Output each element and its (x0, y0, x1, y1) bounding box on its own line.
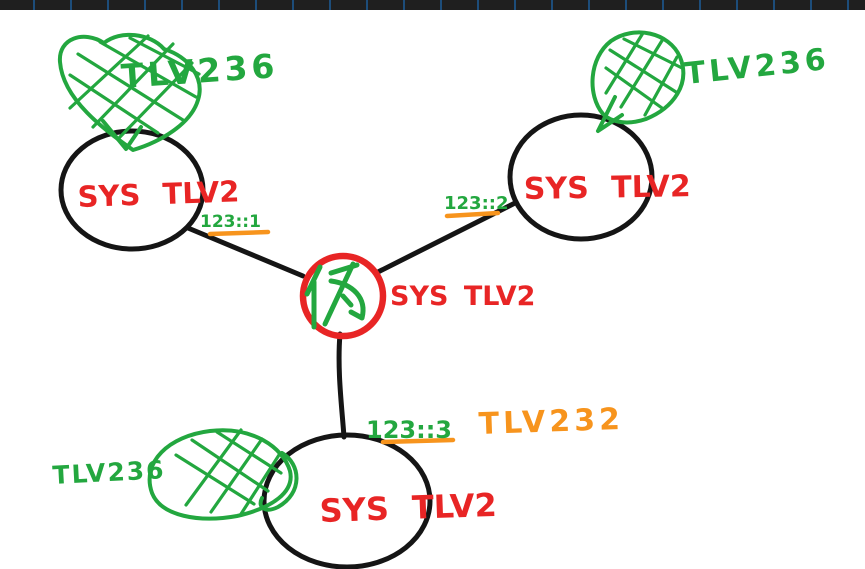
balloon-outline (590, 30, 686, 125)
link-label-underline-2 (444, 210, 501, 219)
balloon-tip (596, 95, 624, 133)
wei-stroke (328, 278, 366, 321)
balloon-hatching (68, 34, 201, 141)
wei-stroke (322, 261, 356, 327)
balloon-top-left (57, 32, 202, 152)
link-line-top-left (185, 225, 306, 279)
wei-stroke (340, 293, 354, 308)
balloon-outline (147, 428, 293, 521)
link-label-1: 123::1 (200, 212, 261, 232)
link-label-3: 123::3 (366, 416, 452, 444)
node-label-top-right: SYS TLV2 (524, 169, 692, 207)
hatch-line (619, 37, 665, 109)
link-label-underline-3 (380, 437, 456, 445)
balloon-bottom-left (147, 428, 299, 521)
balloon-tag-bottom-left: TLV236 (52, 455, 166, 490)
hatch-line (68, 34, 150, 110)
node-label-bottom: SYS TLV2 (319, 486, 497, 530)
link-line-bottom (336, 331, 347, 440)
center-node-label: SYS TLV2 (390, 281, 535, 312)
balloon-hatching (174, 428, 283, 516)
node-circle-top-left (58, 128, 206, 252)
balloon-tip (258, 451, 299, 512)
hatch-line (604, 31, 645, 95)
hatch-line (91, 42, 175, 129)
node-label-top-left: SYS TLV2 (77, 174, 240, 214)
hatch-line (174, 453, 256, 506)
wei-character (304, 261, 366, 330)
hatch-line (190, 438, 270, 493)
hatch-line (239, 453, 281, 516)
link-label-underline-1 (207, 229, 271, 237)
balloon-tag-top-right: TLV236 (683, 42, 831, 92)
window-top-strip (0, 0, 865, 10)
balloon-outline (57, 32, 202, 152)
hatch-line (116, 61, 194, 141)
balloon-tip (101, 119, 143, 151)
link-lines (185, 200, 518, 440)
node-circle-top-right (507, 112, 655, 242)
balloon-tag-top-left: TLV236 (120, 46, 280, 96)
link-extra-tag: TLV232 (478, 402, 624, 442)
drawing-canvas[interactable]: TLV236 TLV236 TLV236 SYS TLV2 SYS TLV2 S… (0, 10, 865, 569)
center-node-circle (299, 252, 387, 340)
balloon-top-right (590, 30, 686, 133)
hatch-line (643, 55, 679, 117)
balloon-hatching (604, 31, 684, 117)
hatch-line (209, 437, 264, 514)
node-circle-bottom (261, 432, 433, 569)
link-label-2: 123::2 (444, 193, 509, 214)
hatch-line (184, 428, 243, 507)
